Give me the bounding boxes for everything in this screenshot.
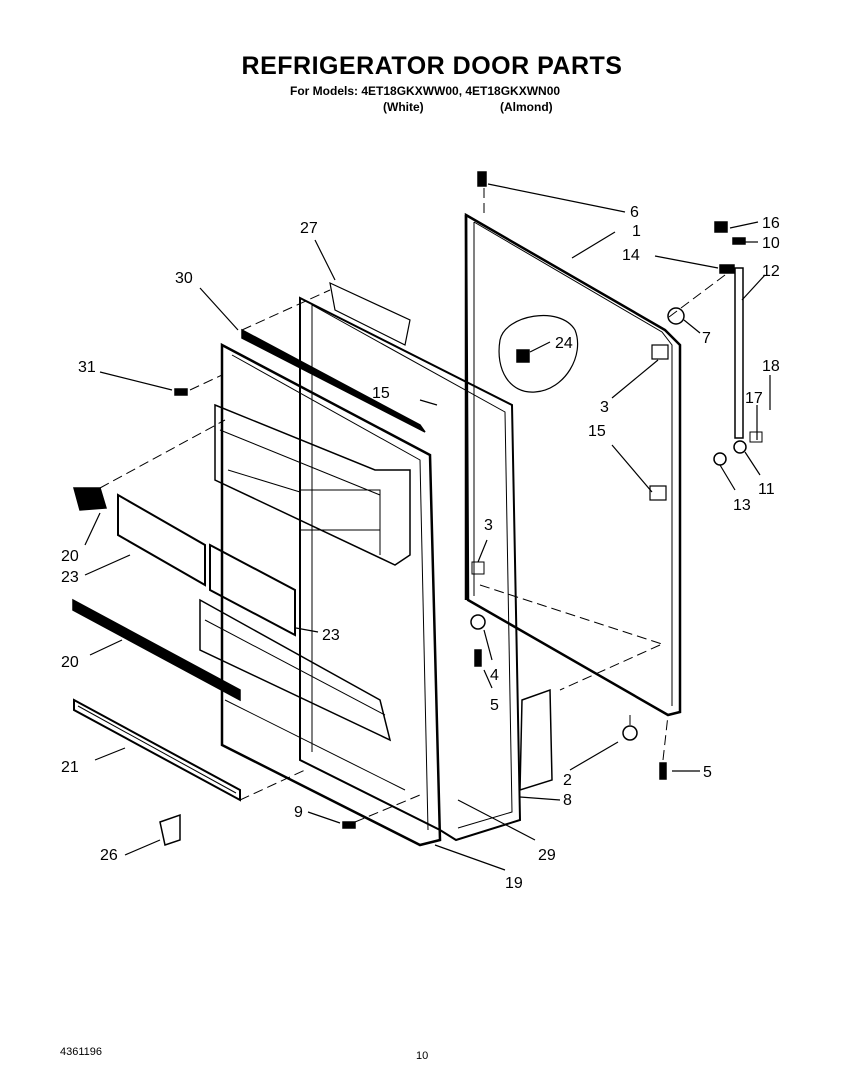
outer-door-panel [464,212,682,717]
callout-24: 24 [555,335,573,352]
callout-16: 16 [762,215,780,232]
callout-7: 7 [702,330,711,347]
lower-small-parts [159,171,667,846]
callout-3-center: 3 [484,517,493,534]
callout-27: 27 [300,220,318,237]
callout-5-right: 5 [703,764,712,781]
document-number: 4361196 [60,1046,103,1058]
callout-15-right: 15 [588,423,606,440]
shelf-front-upper [117,493,296,637]
inner-door-liner [199,342,442,847]
models-line: For Models: 4ET18GKXWW00, 4ET18GKXWN00 [290,84,561,98]
callout-18: 18 [762,358,780,375]
callout-21: 21 [61,759,79,776]
callout-20-upper: 20 [61,548,79,565]
callout-15-left: 15 [372,385,390,402]
callout-23-left: 23 [61,569,79,586]
door-rail-upper [73,487,107,511]
callout-9: 9 [294,804,303,821]
callout-5-center: 5 [490,697,499,714]
callout-20-lower: 20 [61,654,79,671]
callout-1: 1 [632,223,641,240]
callout-2: 2 [563,772,572,789]
callout-17: 17 [745,390,763,407]
insulation-panel [329,281,411,346]
callout-11: 11 [758,481,775,498]
callout-6: 6 [630,204,639,221]
variant-almond: (Almond) [500,100,553,114]
callout-23-right: 23 [322,627,340,644]
alignment-lines [99,188,726,823]
door-gasket [299,296,522,842]
callout-30: 30 [175,270,193,287]
door-rail-lower [72,598,241,702]
callout-4: 4 [490,667,499,684]
callout-3-right: 3 [600,399,609,416]
variant-white: (White) [383,100,424,114]
callout-8: 8 [563,792,572,809]
page-number: 10 [416,1050,429,1062]
callout-10: 10 [762,235,780,252]
callout-12: 12 [762,263,780,280]
hinge-hardware [649,221,763,501]
callout-26: 26 [100,847,118,864]
callout-31: 31 [78,359,96,376]
callout-19: 19 [505,875,523,892]
callout-14: 14 [622,247,640,264]
leader-lines [84,183,771,871]
callout-numbers: 6 1 16 10 14 12 7 24 3 15 18 17 15 11 13… [61,204,780,892]
bottom-trim [73,698,241,802]
diagram-title: REFRIGERATOR DOOR PARTS [241,52,623,80]
top-rail [241,328,426,433]
callout-29: 29 [538,847,556,864]
callout-13: 13 [733,497,751,514]
